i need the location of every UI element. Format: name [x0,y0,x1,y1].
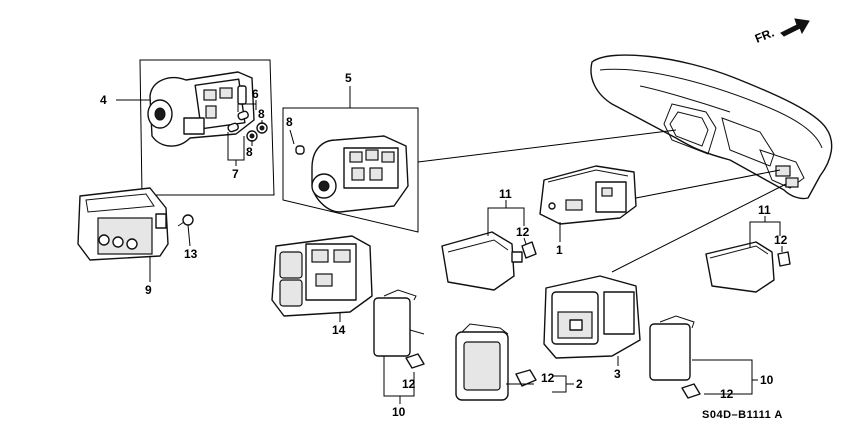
callout-10b: 10 [760,373,774,387]
dashboard-outline [590,54,833,200]
part-11-mid-blank-cover [441,231,523,291]
callout-12b: 12 [516,225,530,239]
callout-9: 9 [145,283,152,297]
callout-2: 2 [576,377,583,391]
front-arrow-icon [780,18,810,37]
callout-6: 6 [252,87,259,101]
part-12-right-clip [777,251,791,267]
part-3-square-switch [543,275,641,359]
callout-12c: 12 [541,371,555,385]
group-frame-5 [282,107,419,233]
callout-10a: 10 [392,405,406,419]
part-12-bezel-clip [515,369,537,387]
callout-12a: 12 [402,377,416,391]
part-9-switch-panel [77,187,169,261]
callout-12e: 12 [720,387,734,401]
front-direction-indicator: FR. [753,18,810,46]
front-direction-label: FR. [753,26,776,46]
callout-leaders [116,86,783,404]
part-1-switch [539,165,637,225]
callout-4: 4 [100,93,107,107]
part-2-bezel [455,323,509,401]
callout-5: 5 [345,71,352,85]
parts-6-7-8-small-pins [227,110,268,142]
part-13-screw [177,214,194,227]
diagram-code: S04D–B1111 A [702,409,783,421]
callout-1: 1 [556,243,563,257]
group-frame-4 [139,59,275,196]
callout-11a: 11 [499,187,512,201]
dashboard-leader-lines [417,129,787,273]
callout-11b: 11 [758,203,771,217]
part-10-left-blank-cover [373,289,425,369]
callout-12d: 12 [774,233,788,247]
callout-8b: 8 [246,145,253,159]
part-5-switch-assembly [295,135,409,213]
part-12-mid-clip [521,241,537,259]
callout-labels: 4 5 6 8 8 8 7 9 13 14 12 10 11 12 1 12 2… [100,71,788,419]
callout-13: 13 [184,247,198,261]
callout-8a: 8 [258,107,265,121]
part-11-right-blank-cover [705,241,775,293]
part-14-double-switch [271,235,373,317]
callout-8c: 8 [286,115,293,129]
part-10-right-blank-cover [649,315,701,399]
callout-14: 14 [332,323,346,337]
callout-7: 7 [232,167,239,181]
callout-3: 3 [614,367,621,381]
